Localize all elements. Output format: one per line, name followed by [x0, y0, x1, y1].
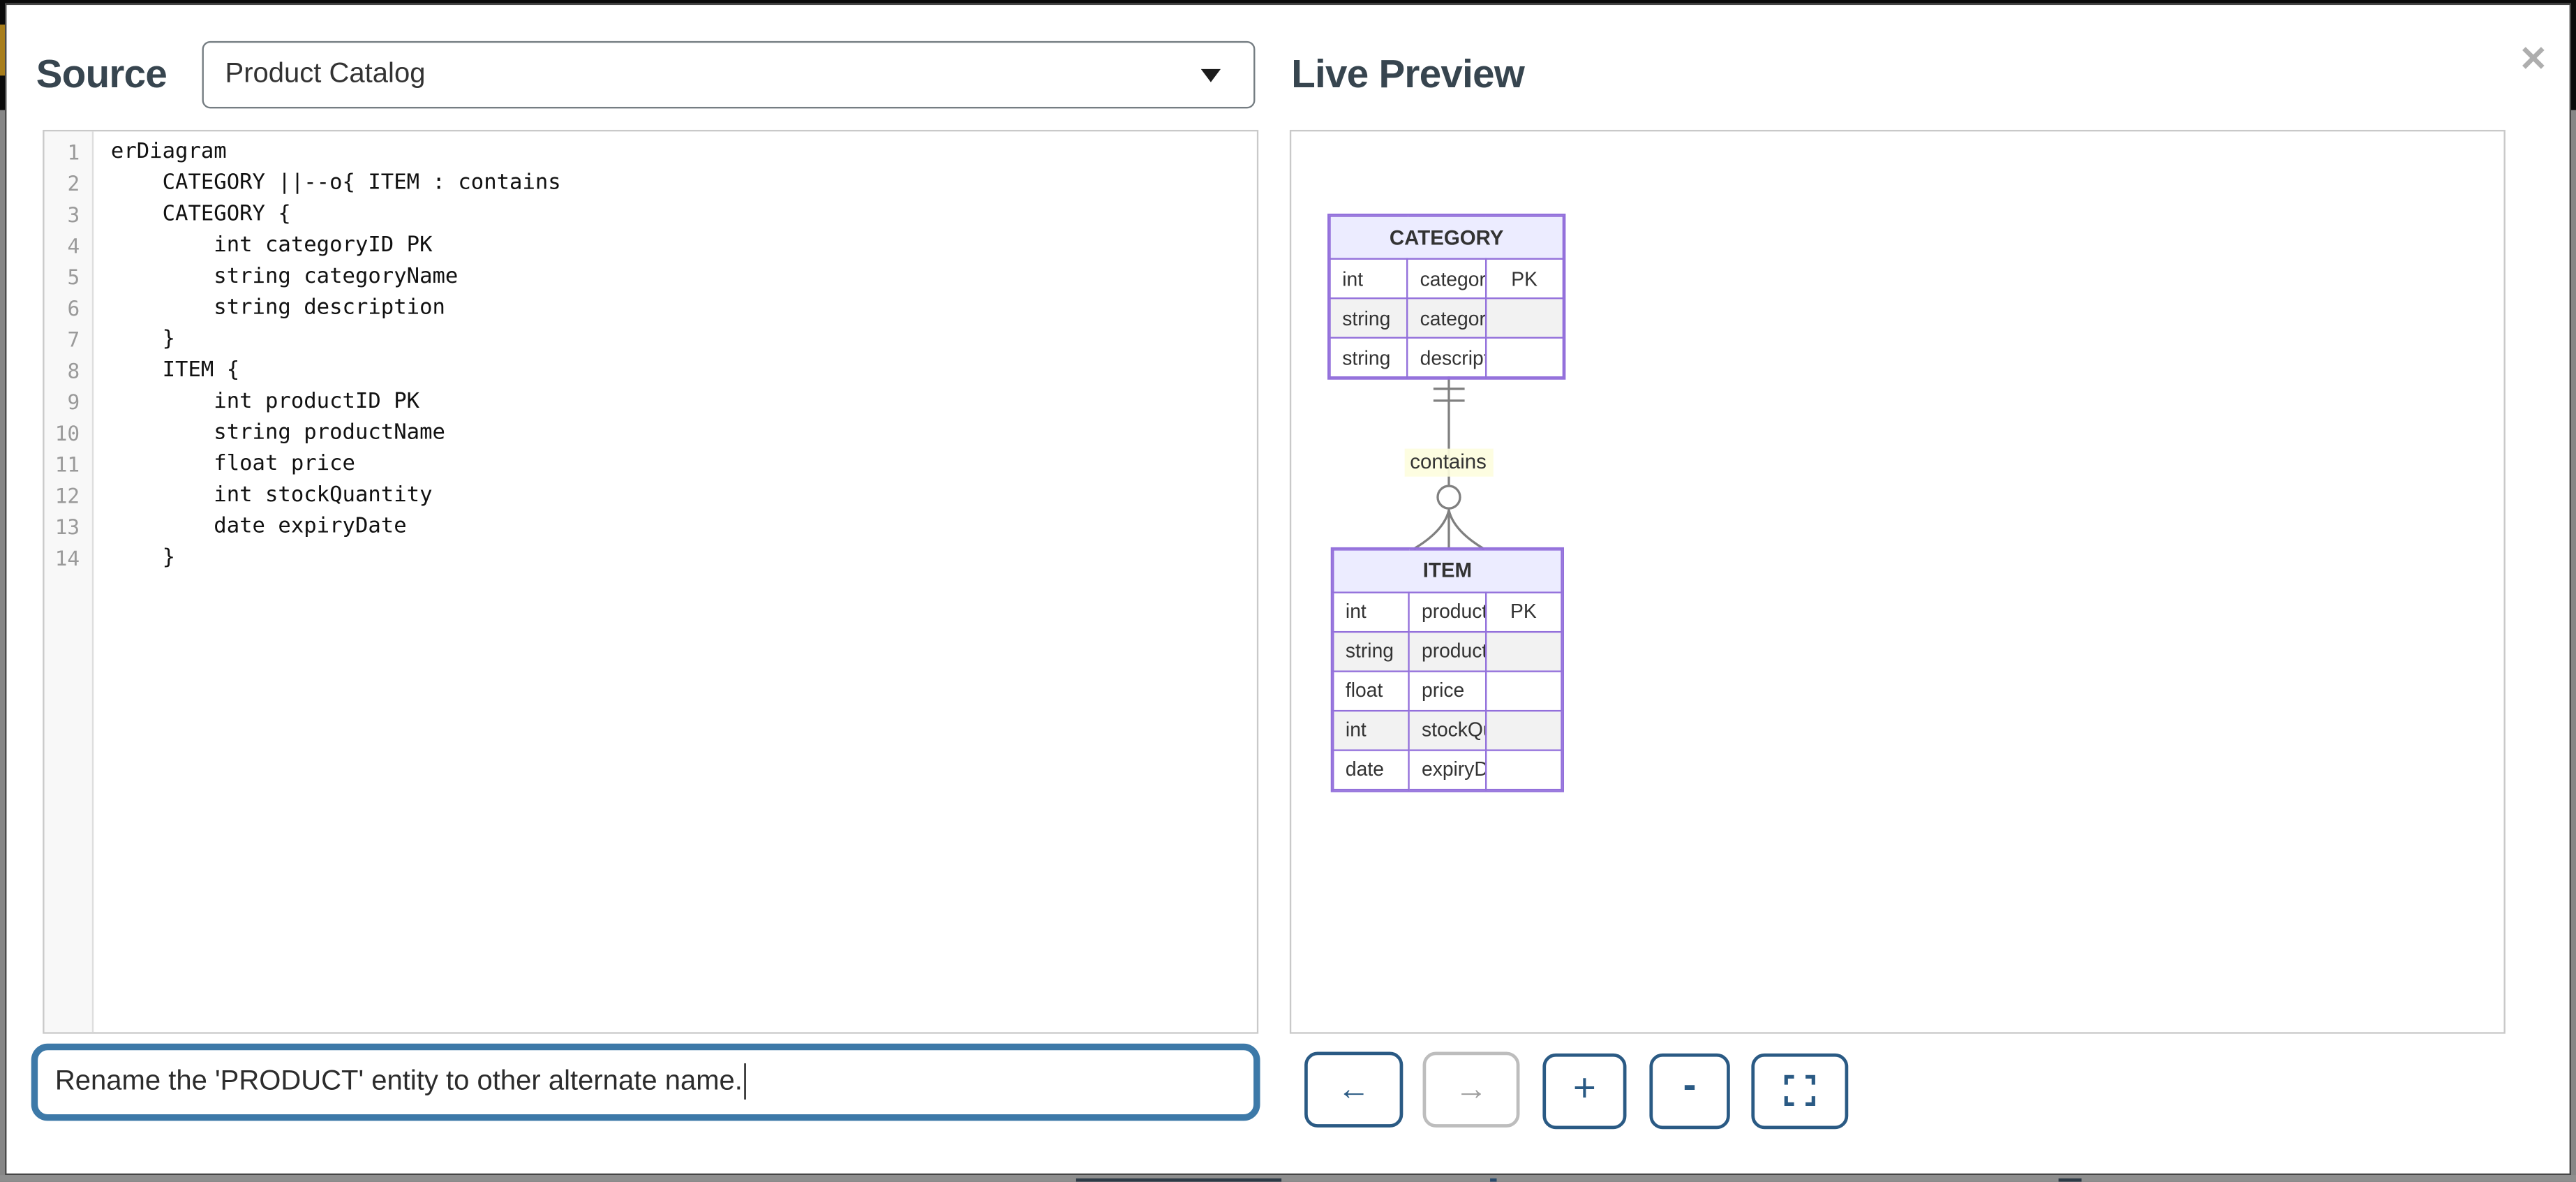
- code-area[interactable]: erDiagram CATEGORY ||--o{ ITEM : contain…: [94, 131, 1257, 1032]
- line-number: 14: [54, 545, 80, 570]
- back-button[interactable]: ←: [1304, 1051, 1404, 1127]
- text-caret: [744, 1063, 747, 1100]
- prompt-input[interactable]: Rename the 'PRODUCT' entity to other alt…: [30, 1042, 1260, 1121]
- arrow-left-icon: ←: [1337, 1070, 1371, 1107]
- line-number: 11: [54, 451, 80, 476]
- attribute-key: [1484, 670, 1563, 711]
- fullscreen-icon: [1784, 1074, 1815, 1107]
- plus-icon: +: [1572, 1065, 1596, 1111]
- code-line: CATEGORY ||--o{ ITEM : contains: [110, 170, 561, 195]
- line-number: 1: [67, 139, 80, 164]
- attribute-name: categoryName: [1406, 297, 1487, 339]
- attribute-type: int: [1332, 591, 1410, 633]
- code-line: CATEGORY {: [110, 201, 291, 226]
- attribute-name: productID: [1408, 591, 1487, 633]
- line-number: 2: [67, 170, 80, 195]
- background-page-content: [1075, 1177, 1282, 1182]
- code-line: erDiagram: [110, 139, 227, 164]
- attribute-type: int: [1329, 258, 1409, 300]
- entity-table-category: CATEGORYintcategoryIDPKstringcategoryNam…: [1327, 214, 1566, 381]
- attribute-key: [1484, 630, 1563, 672]
- chevron-down-icon: [1200, 68, 1221, 82]
- background-page-strip: [0, 1175, 2576, 1182]
- attribute-type: string: [1329, 337, 1409, 379]
- attribute-name: stockQuantity: [1408, 709, 1487, 751]
- preview-panel-title: Live Preview: [1291, 52, 1525, 96]
- attribute-type: float: [1332, 670, 1410, 711]
- code-line: float price: [110, 451, 355, 476]
- attribute-type: date: [1332, 748, 1410, 790]
- attribute-key: [1484, 709, 1563, 751]
- code-line: date expiryDate: [110, 513, 407, 539]
- entity-table-item: ITEMintproductIDPKstringproductNamefloat…: [1330, 546, 1565, 792]
- preview-canvas[interactable]: contains CATEGORYintcategoryIDPKstringca…: [1288, 129, 2506, 1033]
- attribute-name: categoryID: [1406, 258, 1487, 300]
- code-line: string categoryName: [110, 264, 459, 289]
- source-panel-title: Source: [36, 52, 167, 96]
- close-icon[interactable]: ✕: [2519, 40, 2548, 79]
- line-number: 6: [67, 295, 80, 320]
- line-number: 5: [67, 264, 80, 289]
- zoom-out-button[interactable]: -: [1649, 1052, 1730, 1129]
- code-line: int categoryID PK: [110, 232, 433, 258]
- line-number: 3: [67, 201, 80, 226]
- attribute-key: [1484, 337, 1565, 379]
- attribute-name: productName: [1408, 630, 1487, 672]
- attribute-key: PK: [1484, 258, 1565, 300]
- attribute-name: description: [1406, 337, 1487, 379]
- attribute-name: expiryDate: [1408, 748, 1487, 790]
- attribute-type: int: [1332, 709, 1410, 751]
- forward-button[interactable]: →: [1422, 1051, 1520, 1127]
- fullscreen-button[interactable]: [1751, 1052, 1849, 1129]
- minus-icon: -: [1683, 1063, 1697, 1107]
- line-number: 7: [67, 326, 80, 351]
- attribute-key: PK: [1484, 591, 1563, 633]
- code-line: string productName: [110, 420, 445, 445]
- diagram-select-value: Product Catalog: [225, 57, 426, 89]
- zoom-in-button[interactable]: +: [1542, 1052, 1627, 1129]
- background-page-content: [2058, 1177, 2082, 1182]
- code-line: int stockQuantity: [110, 482, 433, 508]
- line-number: 4: [67, 232, 80, 258]
- line-number: 13: [54, 513, 80, 539]
- arrow-right-icon: →: [1454, 1070, 1488, 1107]
- line-number: 12: [54, 482, 80, 508]
- diagram-select[interactable]: Product Catalog: [202, 40, 1256, 108]
- attribute-type: string: [1332, 630, 1410, 672]
- background-page-logo: [0, 24, 6, 76]
- line-number: 9: [67, 388, 80, 414]
- code-line: ITEM {: [110, 357, 240, 383]
- relationship-label: contains: [1404, 448, 1493, 477]
- attribute-name: price: [1408, 670, 1487, 711]
- prompt-input-value: Rename the 'PRODUCT' entity to other alt…: [54, 1065, 743, 1097]
- attribute-key: [1484, 297, 1565, 339]
- entity-name: CATEGORY: [1329, 216, 1565, 260]
- code-line: int productID PK: [110, 388, 420, 414]
- code-line: }: [110, 326, 176, 351]
- attribute-type: string: [1329, 297, 1409, 339]
- entity-name: ITEM: [1332, 548, 1563, 593]
- background-page-content: [1490, 1177, 1497, 1182]
- attribute-key: [1484, 748, 1563, 790]
- line-number: 8: [67, 357, 80, 383]
- code-line: string description: [110, 295, 445, 320]
- code-line: }: [110, 545, 176, 570]
- line-number: 10: [54, 420, 80, 445]
